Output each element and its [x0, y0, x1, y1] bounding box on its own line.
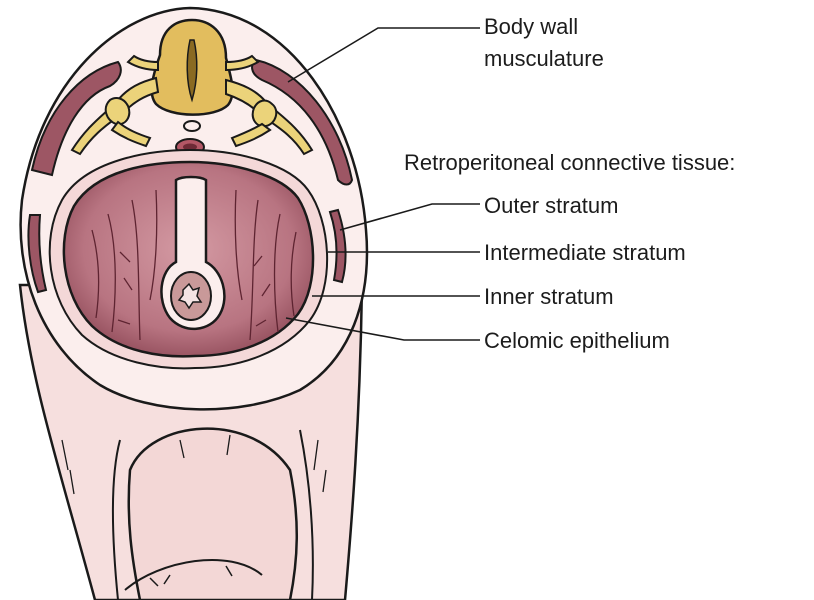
label-body-wall-line1: Body wall [484, 14, 579, 39]
neural-tube [150, 18, 234, 116]
body-wall-musculature [27, 58, 354, 294]
label-outer-stratum: Outer stratum [484, 193, 619, 218]
label-body-wall-line2: musculature [484, 46, 604, 71]
leader-outer-stratum [339, 203, 480, 231]
cavity-striations [91, 189, 297, 341]
gut-and-mesentery [160, 175, 226, 331]
leader-celomic-epithelium [285, 317, 480, 341]
spinal-nerves [70, 54, 314, 156]
label-retroperitoneal-heading: Retroperitoneal connective tissue: [404, 150, 736, 175]
label-intermediate-stratum: Intermediate stratum [484, 240, 686, 265]
notochord [183, 120, 201, 132]
leader-body-wall [287, 27, 480, 83]
leader-lines [285, 27, 480, 341]
label-inner-stratum: Inner stratum [484, 284, 614, 309]
label-celomic-epithelium: Celomic epithelium [484, 328, 670, 353]
